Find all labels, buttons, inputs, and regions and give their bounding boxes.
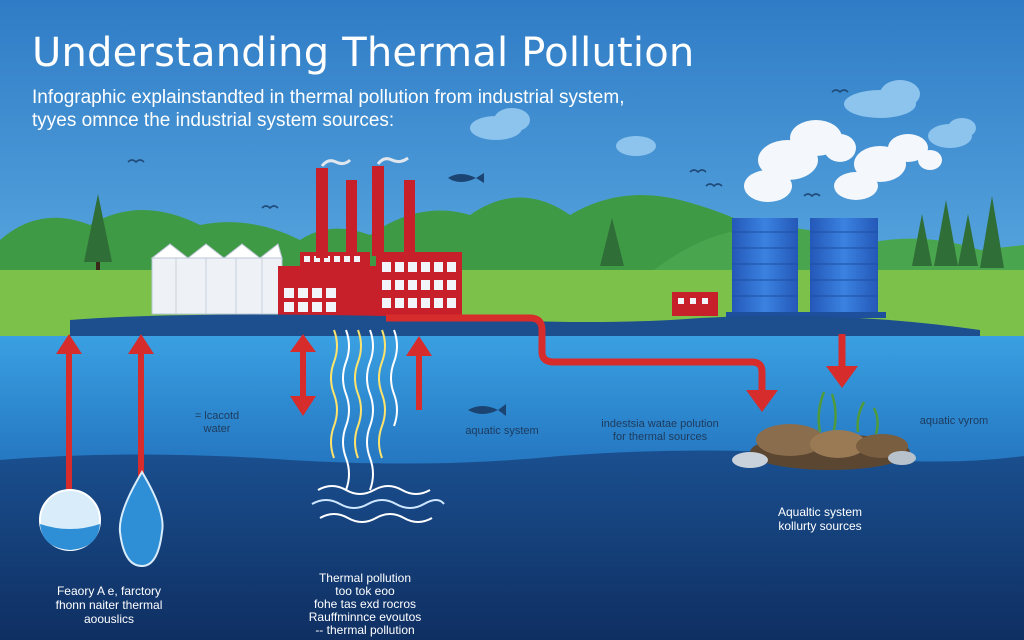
subtitle-line-1: Infographic explainstandted in thermal p…	[32, 87, 625, 108]
steam-clouds	[744, 120, 942, 202]
label-aquatic-pollution-sources: Aqualtic system kollurty sources	[777, 505, 863, 533]
page-title: Understanding Thermal Pollution	[32, 30, 695, 76]
river-bank	[70, 314, 980, 336]
clouds	[470, 80, 976, 156]
aquatic-plants	[817, 391, 879, 435]
discharge-pipe	[386, 314, 766, 392]
cooling-towers	[726, 218, 886, 318]
page-subtitle: Infographic explainstandted in thermal p…	[32, 86, 752, 132]
label-industrial-sources: indestsia watae polution for thermal sou…	[601, 418, 719, 443]
warehouse	[150, 243, 283, 315]
subtitle-line-2: tyyes omnce the industrial system source…	[32, 110, 395, 131]
pipe-arrow-head	[746, 390, 778, 412]
chimney-smoke	[320, 156, 409, 167]
label-thermal-pollution: Thermal pollution too tok eoo fohe tas e…	[308, 571, 422, 637]
trees	[84, 194, 1004, 270]
pump-house	[672, 292, 718, 316]
intake-bulbs	[39, 470, 164, 568]
fish	[468, 404, 506, 416]
tower-outflow-head	[826, 366, 858, 388]
label-heated-water: = lcacotd water	[194, 410, 240, 435]
factory-windows	[284, 256, 456, 312]
hot-water-plume	[311, 329, 445, 523]
label-aquatic-system-left: aquatic system	[465, 425, 539, 437]
deep-water	[0, 450, 1024, 640]
chimneys	[316, 166, 415, 258]
heat-arrows	[290, 334, 432, 416]
flying-fish	[448, 173, 484, 183]
label-aquatic-system-right: aquatic vyrom	[919, 415, 989, 427]
intake-pipes	[56, 334, 154, 530]
tower-ribs	[732, 231, 878, 297]
label-factory: Feaory A e, farctory fhonn naiter therma…	[55, 584, 163, 626]
aquatic-rocks	[732, 424, 916, 470]
birds	[127, 89, 849, 210]
